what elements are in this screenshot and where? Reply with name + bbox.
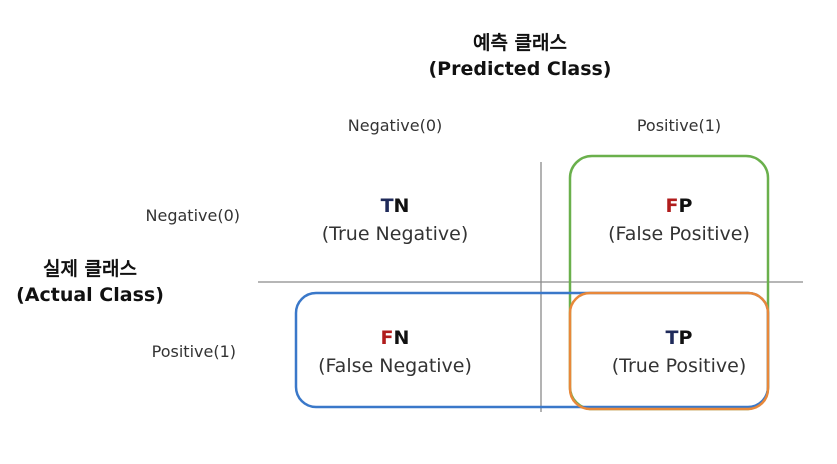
tn-full-name: (True Negative) — [321, 223, 469, 245]
tp-first-letter: T — [665, 327, 679, 349]
actual-class-title-korean: 실제 클래스 — [42, 258, 137, 280]
tp-abbr: TP — [666, 327, 693, 349]
tn-abbr: TN — [381, 195, 410, 217]
cell-false-negative: FN (False Negative) — [275, 324, 515, 380]
cell-true-positive: TP (True Positive) — [559, 324, 799, 380]
fp-abbr: FP — [666, 195, 693, 217]
fn-second-letter: N — [393, 327, 410, 349]
row-label-positive: Positive(1) — [151, 342, 236, 361]
column-label-negative: Negative(0) — [347, 116, 443, 135]
column-label-positive: Positive(1) — [636, 116, 722, 135]
actual-class-title-english: (Actual Class) — [16, 284, 164, 306]
fp-second-letter: P — [678, 195, 693, 217]
fn-full-name: (False Negative) — [318, 355, 472, 377]
cell-true-negative: TN (True Negative) — [275, 192, 515, 248]
fn-abbr: FN — [381, 327, 410, 349]
true-positive-highlight — [568, 291, 770, 411]
cell-false-positive: FP (False Positive) — [559, 192, 799, 248]
tp-second-letter: P — [678, 327, 693, 349]
predicted-class-title-korean: 예측 클래스 — [472, 32, 567, 54]
fn-first-letter: F — [380, 327, 394, 349]
tn-first-letter: T — [380, 195, 394, 217]
actual-class-title: 실제 클래스 (Actual Class) — [0, 256, 180, 308]
tn-second-letter: N — [393, 195, 410, 217]
predicted-class-title-english: (Predicted Class) — [428, 58, 612, 80]
fp-first-letter: F — [665, 195, 679, 217]
predicted-class-title: 예측 클래스 (Predicted Class) — [400, 30, 640, 82]
tp-full-name: (True Positive) — [611, 355, 747, 377]
fp-full-name: (False Positive) — [608, 223, 750, 245]
row-label-negative: Negative(0) — [145, 206, 240, 225]
